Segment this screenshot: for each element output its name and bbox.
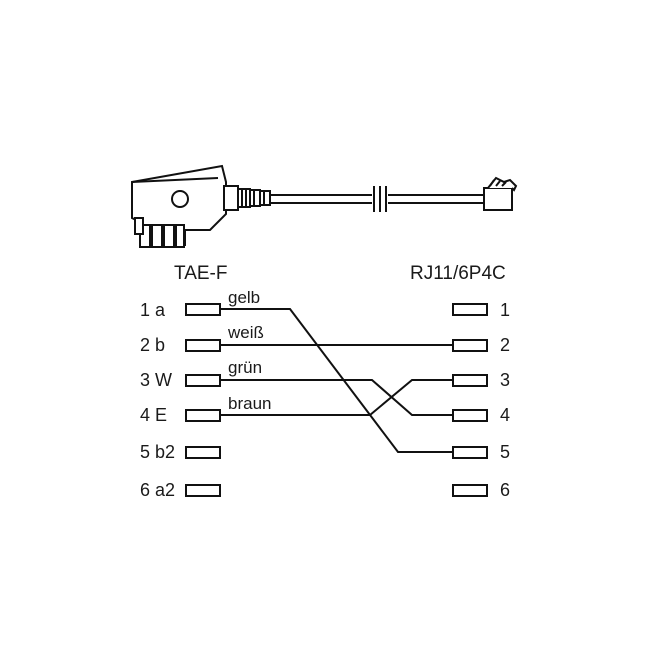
left-pin-label: 1 a bbox=[140, 300, 166, 320]
right-pin-box bbox=[452, 409, 488, 422]
left-pin-label: 4 E bbox=[140, 405, 167, 425]
right-pin-boxes bbox=[452, 303, 488, 497]
wire-labels: gelb weiß grün braun bbox=[227, 288, 271, 413]
right-pin-label: 3 bbox=[500, 370, 510, 390]
left-pin-label: 6 a2 bbox=[140, 480, 175, 500]
left-pin-box bbox=[185, 303, 221, 316]
wire-label: gelb bbox=[228, 288, 260, 307]
cable-icon bbox=[270, 186, 484, 212]
right-pin-label: 1 bbox=[500, 300, 510, 320]
left-pin-box bbox=[185, 484, 221, 497]
right-pin-box bbox=[452, 339, 488, 352]
wire-label: grün bbox=[228, 358, 262, 377]
right-pin-box bbox=[452, 484, 488, 497]
right-pin-labels: 1 2 3 4 5 6 bbox=[500, 300, 510, 500]
left-connector-title: TAE-F bbox=[174, 263, 227, 284]
left-pin-labels: 1 a 2 b 3 W 4 E 5 b2 6 a2 bbox=[140, 300, 175, 500]
left-pin-label: 3 W bbox=[140, 370, 172, 390]
left-pin-box bbox=[185, 409, 221, 422]
right-pin-label: 5 bbox=[500, 442, 510, 462]
wires bbox=[220, 308, 453, 453]
tae-plug-icon bbox=[131, 164, 271, 248]
right-connector-title: RJ11/6P4C bbox=[410, 263, 506, 284]
left-pin-box bbox=[185, 339, 221, 352]
right-pin-label: 6 bbox=[500, 480, 510, 500]
right-pin-label: 4 bbox=[500, 405, 510, 425]
left-pin-box bbox=[185, 446, 221, 459]
right-pin-box bbox=[452, 303, 488, 316]
left-pin-label: 5 b2 bbox=[140, 442, 175, 462]
wire-braun bbox=[220, 379, 453, 416]
cable-illustration bbox=[131, 164, 518, 248]
rj11-plug-icon bbox=[483, 176, 518, 211]
wire-label: braun bbox=[228, 394, 271, 413]
left-pin-boxes bbox=[185, 303, 221, 497]
left-pin-box bbox=[185, 374, 221, 387]
right-pin-box bbox=[452, 446, 488, 459]
right-pin-box bbox=[452, 374, 488, 387]
wire-label: weiß bbox=[227, 323, 264, 342]
left-pin-label: 2 b bbox=[140, 335, 165, 355]
right-pin-label: 2 bbox=[500, 335, 510, 355]
